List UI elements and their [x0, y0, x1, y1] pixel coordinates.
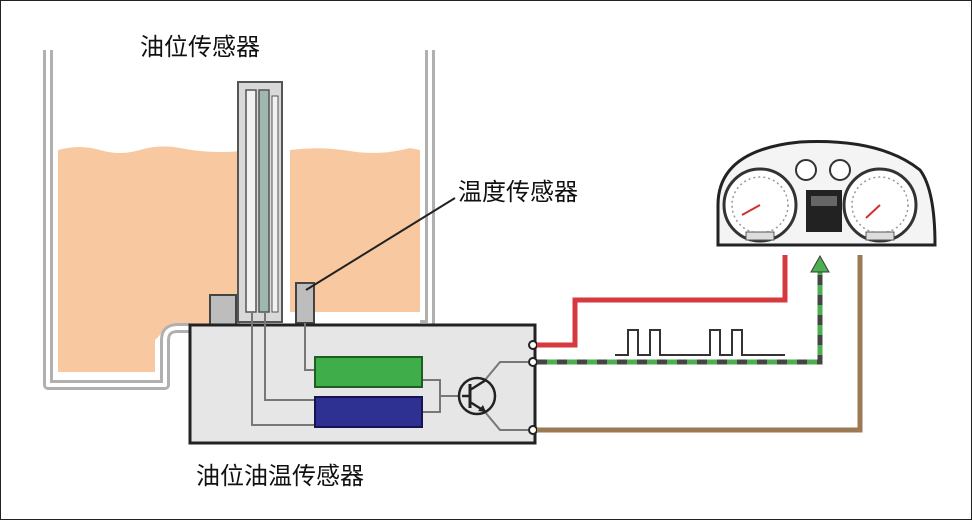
brown-wire [537, 255, 863, 433]
npn-transistor-icon [457, 376, 497, 416]
pulse-signal [615, 329, 785, 356]
red-wire [537, 255, 788, 348]
oil-level-sensor-rod [237, 81, 283, 323]
terminals [528, 340, 538, 435]
oil-level-sensor-label: 油位传感器 [140, 33, 260, 61]
temperature-sensor-leader [305, 197, 456, 291]
temperature-sensor-stub [295, 282, 315, 324]
oil-fill [58, 146, 240, 372]
blue-module [314, 396, 423, 428]
signal-wire [537, 270, 823, 365]
instrument-cluster-icon [716, 140, 937, 247]
internal-wiring [251, 312, 528, 431]
oil-fill-right [290, 148, 420, 312]
mount-block-left [209, 294, 237, 326]
green-module [314, 356, 423, 388]
temperature-sensor-label: 温度传感器 [458, 178, 578, 206]
arrow-up-icon [810, 254, 830, 273]
oil-level-temp-sensor-label: 油位油温传感器 [196, 462, 364, 490]
